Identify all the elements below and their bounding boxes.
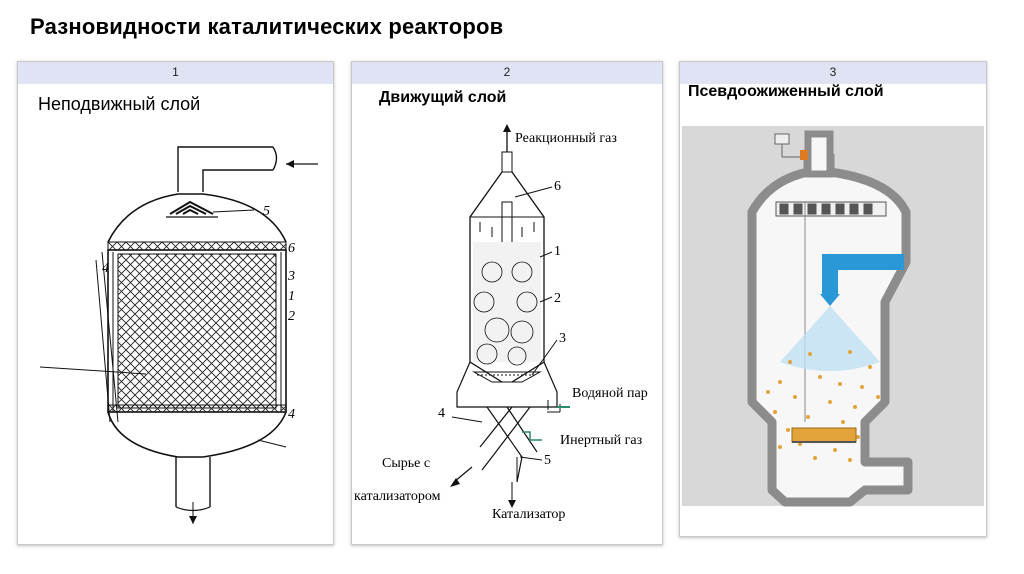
label-3: 3 — [559, 331, 566, 346]
label-1: 1 — [288, 289, 295, 304]
label-4-left: 4 — [102, 261, 109, 276]
slide-title: Разновидности каталитических реакторов — [30, 14, 504, 39]
panel-caption: Неподвижный слой — [38, 94, 201, 114]
label-4: 4 — [438, 406, 445, 421]
panel-number: 2 — [352, 62, 662, 84]
panel-caption: Псевдоожиженный слой — [688, 83, 884, 100]
panel-fixed-bed: 1 Неподвижный слой — [17, 61, 334, 545]
label-6: 6 — [288, 241, 295, 256]
label-2: 2 — [288, 309, 295, 324]
label-reaction-gas: Реакционный газ — [515, 131, 617, 146]
label-1: 1 — [554, 244, 561, 259]
fixed-bed-reactor-diagram: 5 6 3 1 2 4 4 — [39, 146, 318, 524]
label-3: 3 — [287, 269, 295, 284]
moving-bed-reactor-diagram: Реакционный газ Водяной — [354, 124, 648, 522]
label-feed-line1: Сырье с — [382, 456, 430, 471]
label-5: 5 — [544, 453, 551, 468]
label-4-right: 4 — [288, 407, 295, 422]
label-catalyst-bottom: Катализатор — [492, 507, 565, 522]
label-feed-line2: катализатором — [354, 489, 441, 504]
fluidized-bed-reactor-diagram — [682, 126, 984, 507]
panel-fluidized-bed: 3 Псевдоожиженный слой — [679, 61, 987, 537]
label-inert-gas: Инертный газ — [560, 433, 643, 448]
label-5: 5 — [263, 204, 270, 219]
label-6: 6 — [554, 179, 561, 194]
panel-number: 3 — [680, 62, 986, 84]
panel-caption: Движущий слой — [379, 89, 507, 106]
panel-number: 1 — [18, 62, 333, 84]
label-2: 2 — [554, 291, 561, 306]
panel-moving-bed: 2 Движущий слой Реакционный газ — [351, 61, 663, 545]
label-steam: Водяной пар — [572, 386, 648, 401]
